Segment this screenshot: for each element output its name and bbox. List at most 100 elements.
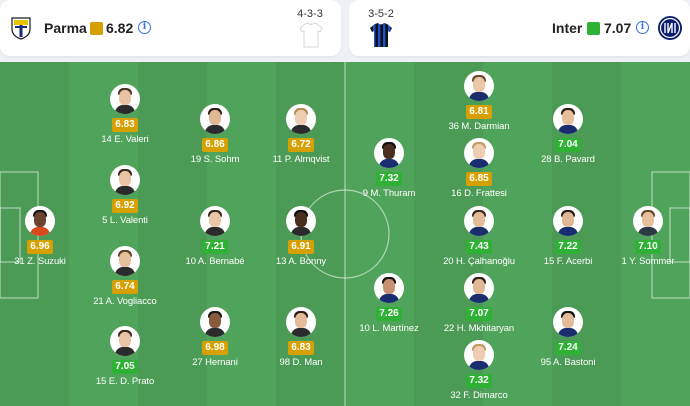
away-rating-swatch	[587, 22, 600, 35]
info-icon[interactable]: i	[636, 21, 649, 34]
player-away-1[interactable]: 6.81 36 M. Darmian	[439, 71, 519, 132]
player-avatar	[553, 104, 583, 134]
player-label: 11 P. Almqvist	[261, 154, 341, 165]
player-rating-badge: 7.22	[555, 240, 581, 254]
player-avatar	[464, 71, 494, 101]
player-name: D. Frattesi	[464, 188, 507, 199]
player-number: 31	[14, 256, 25, 267]
inter-crest-icon[interactable]	[657, 15, 683, 41]
away-jersey-icon	[370, 23, 392, 47]
player-avatar	[200, 206, 230, 236]
player-label: 20 H. Çalhanoğlu	[439, 256, 519, 267]
player-name: A. Vogliacco	[105, 296, 157, 307]
player-away-3[interactable]: 7.32 9 M. Thuram	[349, 138, 429, 199]
player-avatar	[110, 165, 140, 195]
player-home-7[interactable]: 6.91 13 A. Bonny	[261, 206, 341, 267]
home-team-name[interactable]: Parma	[44, 20, 87, 36]
player-name: Hernani	[205, 357, 238, 368]
away-formation: 3-5-2	[368, 8, 394, 20]
player-away-8[interactable]: 7.26 10 L. Martínez	[349, 273, 429, 334]
player-home-4[interactable]: 6.92 5 L. Valenti	[85, 165, 165, 226]
player-home-1[interactable]: 6.83 14 E. Valeri	[85, 84, 165, 145]
player-label: 19 S. Sohm	[175, 154, 255, 165]
player-home-8[interactable]: 6.74 21 A. Vogliacco	[85, 246, 165, 307]
player-home-2[interactable]: 6.86 19 S. Sohm	[175, 104, 255, 165]
player-label: 36 M. Darmian	[439, 121, 519, 132]
player-number: 1	[621, 256, 627, 267]
home-jersey-icon	[299, 22, 323, 48]
player-name: E. Valeri	[114, 134, 149, 145]
player-name: H. Çalhanoğlu	[456, 256, 515, 267]
home-formation: 4-3-3	[297, 8, 323, 20]
player-rating-badge: 6.81	[466, 105, 492, 119]
player-rating-badge: 7.32	[376, 172, 402, 186]
player-number: 36	[448, 121, 459, 132]
player-label: 21 A. Vogliacco	[85, 296, 165, 307]
player-rating-badge: 7.32	[466, 374, 492, 388]
player-avatar	[464, 206, 494, 236]
player-avatar	[286, 307, 316, 337]
player-number: 9	[362, 188, 368, 199]
player-rating-badge: 6.98	[202, 341, 228, 355]
player-away-4[interactable]: 6.85 16 D. Frattesi	[439, 138, 519, 199]
parma-crest-icon[interactable]	[8, 15, 34, 41]
pitch: 6.83 14 E. Valeri 6.86 19 S. Sohm 6.72 1…	[0, 62, 690, 406]
player-number: 14	[101, 134, 112, 145]
player-avatar	[200, 104, 230, 134]
player-name: F. Dimarco	[463, 390, 508, 401]
player-away-6[interactable]: 7.22 15 F. Acerbi	[528, 206, 608, 267]
player-home-9[interactable]: 6.98 27 Hernani	[175, 307, 255, 368]
player-rating-badge: 7.43	[466, 240, 492, 254]
player-label: 5 L. Valenti	[85, 215, 165, 226]
player-rating-badge: 7.04	[555, 138, 581, 152]
player-label: 10 L. Martínez	[349, 323, 429, 334]
player-rating-badge: 7.05	[112, 360, 138, 374]
player-label: 32 F. Dimarco	[439, 390, 519, 401]
player-rating-badge: 6.72	[288, 138, 314, 152]
player-home-6[interactable]: 7.21 10 A. Bernabé	[175, 206, 255, 267]
away-team-name[interactable]: Inter	[552, 20, 583, 36]
player-name: L. Valenti	[109, 215, 148, 226]
player-number: 16	[451, 188, 462, 199]
player-label: 13 A. Bonny	[261, 256, 341, 267]
player-avatar	[553, 206, 583, 236]
player-avatar	[374, 138, 404, 168]
player-away-9[interactable]: 7.07 22 H. Mkhitaryan	[439, 273, 519, 334]
player-home-3[interactable]: 6.72 11 P. Almqvist	[261, 104, 341, 165]
player-number: 15	[543, 256, 555, 267]
player-rating-badge: 6.91	[288, 240, 314, 254]
player-number: 27	[192, 357, 203, 368]
player-away-5[interactable]: 7.43 20 H. Çalhanoğlu	[439, 206, 519, 267]
player-avatar	[25, 206, 55, 236]
player-label: 1 Y. Sommer	[608, 256, 688, 267]
player-avatar	[633, 206, 663, 236]
player-label: 28 B. Pavard	[528, 154, 608, 165]
away-team-card: 3-5-2 Inter 7.07 i	[349, 0, 690, 56]
player-number: 32	[450, 390, 461, 401]
player-home-11[interactable]: 7.05 15 E. D. Prato	[85, 326, 165, 387]
away-team-rating: 7.07	[604, 20, 632, 36]
player-rating-badge: 6.92	[112, 199, 138, 213]
player-avatar	[110, 84, 140, 114]
player-avatar	[553, 307, 583, 337]
player-home-10[interactable]: 6.83 98 D. Man	[261, 307, 341, 368]
player-away-11[interactable]: 7.32 32 F. Dimarco	[439, 340, 519, 401]
player-away-10[interactable]: 7.24 95 A. Bastoni	[528, 307, 608, 368]
player-home-5[interactable]: 6.96 31 Z. Suzuki	[0, 206, 80, 267]
player-number: 19	[190, 154, 202, 165]
player-name: A. Bernabé	[197, 256, 245, 267]
player-number: 15	[95, 376, 107, 387]
player-number: 5	[102, 215, 108, 226]
player-name: B. Pavard	[554, 154, 595, 165]
player-away-7[interactable]: 7.10 1 Y. Sommer	[608, 206, 688, 267]
player-label: 16 D. Frattesi	[439, 188, 519, 199]
player-away-2[interactable]: 7.04 28 B. Pavard	[528, 104, 608, 165]
player-name: P. Almqvist	[284, 154, 330, 165]
info-icon[interactable]: i	[138, 21, 151, 34]
player-name: E. D. Prato	[108, 376, 155, 387]
player-avatar	[464, 340, 494, 370]
home-team-card: Parma 6.82 i 4-3-3	[0, 0, 341, 56]
player-name: D. Man	[292, 357, 323, 368]
player-name: F. Acerbi	[556, 256, 593, 267]
player-rating-badge: 6.86	[202, 138, 228, 152]
